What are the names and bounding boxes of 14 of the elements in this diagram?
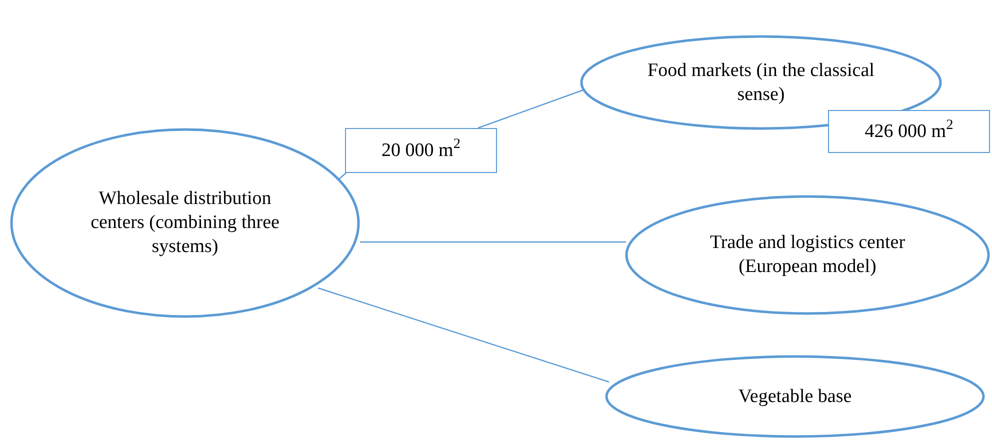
node-text: Wholesale distribution centers (combining three systems) <box>90 187 280 259</box>
ellipse-node <box>10 128 360 318</box>
node-text: 20 000 m$^{2}$ <box>382 138 460 162</box>
node-text: 426 000 m$^{2}$ <box>864 120 954 144</box>
area-box <box>345 128 497 173</box>
node-text: Trade and logistics center (European model) <box>708 231 906 279</box>
connector-line <box>338 172 348 180</box>
ellipse-node <box>605 355 985 438</box>
connector-line <box>318 287 610 383</box>
node-text: Food markets (in the classical sense) <box>646 58 876 106</box>
node-text: Vegetable base <box>738 384 852 408</box>
ellipse-node <box>625 195 990 315</box>
connector-line <box>360 241 626 243</box>
area-box <box>828 110 990 153</box>
